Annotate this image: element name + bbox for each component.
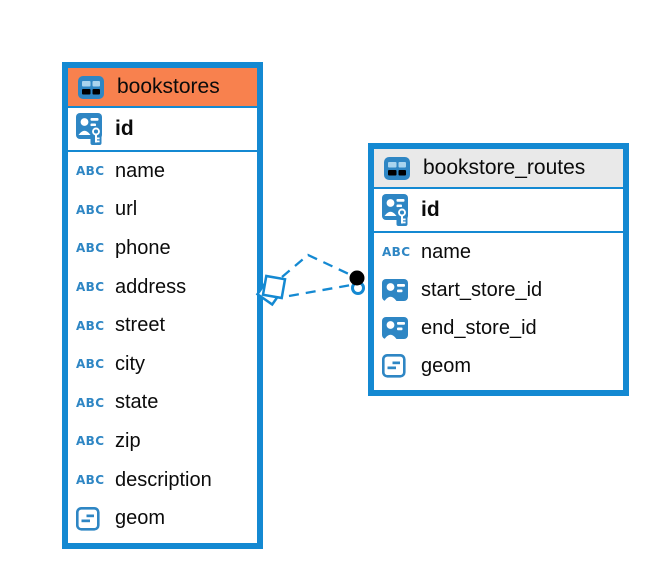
text-type-icon: ABC bbox=[76, 318, 105, 333]
column-row[interactable]: ABC city bbox=[68, 345, 257, 384]
column-row[interactable]: ABC phone bbox=[68, 229, 257, 268]
text-type-icon: ABC bbox=[76, 202, 105, 217]
column-row[interactable]: ABC address bbox=[68, 268, 257, 307]
column-row[interactable]: ABC zip bbox=[68, 422, 257, 461]
column-name: start_store_id bbox=[421, 278, 543, 301]
column-row[interactable]: ABC end_store_id bbox=[374, 309, 623, 347]
column-row-id[interactable]: id bbox=[68, 108, 257, 152]
primary-key-icon bbox=[76, 112, 106, 146]
field-list: ABC name ABC url bbox=[68, 152, 257, 538]
column-name: phone bbox=[115, 236, 171, 259]
entity-bookstore-routes[interactable]: .entity-b .cell-b{fill:var(--header-gray… bbox=[368, 143, 629, 396]
entity-bookstores-header[interactable]: .entity-a .cell-b{fill:var(--header-oran… bbox=[68, 68, 257, 108]
column-row[interactable]: ABC description bbox=[68, 461, 257, 500]
column-name: url bbox=[115, 198, 138, 221]
entity-bookstores[interactable]: .entity-a .cell-b{fill:var(--header-oran… bbox=[62, 62, 263, 549]
one-end-diamond-front[interactable] bbox=[261, 274, 287, 300]
table-icon: .entity-b .cell-b{fill:var(--header-gray… bbox=[384, 156, 414, 181]
column-name: geom bbox=[421, 354, 472, 377]
text-type-icon: ABC bbox=[76, 395, 105, 410]
column-row-id[interactable]: id bbox=[374, 189, 623, 233]
many-end-dot-marker[interactable] bbox=[349, 270, 365, 286]
text-type-icon: ABC bbox=[76, 280, 105, 295]
text-type-icon: ABC bbox=[76, 164, 105, 179]
column-name: city bbox=[115, 352, 145, 375]
column-row[interactable]: ABC start_store_id bbox=[374, 271, 623, 309]
column-row[interactable]: ABC name bbox=[68, 152, 257, 191]
column-name: name bbox=[421, 240, 472, 263]
column-row[interactable]: ABC geom bbox=[374, 347, 623, 385]
text-type-icon: ABC bbox=[76, 357, 105, 372]
reference-type-icon bbox=[382, 317, 408, 339]
entity-title: bookstores bbox=[117, 75, 220, 98]
column-name: id bbox=[421, 198, 440, 221]
primary-key-icon bbox=[382, 193, 412, 227]
entity-title: bookstore_routes bbox=[423, 156, 586, 179]
entity-bookstore-routes-header[interactable]: .entity-b .cell-b{fill:var(--header-gray… bbox=[374, 149, 623, 189]
text-type-icon: ABC bbox=[76, 473, 105, 488]
column-name: id bbox=[115, 117, 134, 140]
column-name: description bbox=[115, 468, 212, 491]
relationship-line-upper[interactable] bbox=[281, 253, 352, 278]
field-list: ABC name ABC start_store_id bbox=[374, 233, 623, 385]
text-type-icon: ABC bbox=[76, 241, 105, 256]
relationship-line-lower[interactable] bbox=[288, 283, 352, 298]
column-name: street bbox=[115, 314, 166, 337]
column-row[interactable]: ABC state bbox=[68, 384, 257, 423]
text-type-icon: ABC bbox=[76, 434, 105, 449]
column-name: address bbox=[115, 275, 187, 298]
geometry-type-icon bbox=[76, 506, 100, 531]
column-row[interactable]: ABC geom bbox=[68, 499, 257, 538]
column-row[interactable]: ABC name bbox=[374, 233, 623, 271]
text-type-icon: ABC bbox=[382, 245, 411, 259]
column-name: state bbox=[115, 391, 159, 414]
column-row[interactable]: ABC street bbox=[68, 306, 257, 345]
column-name: zip bbox=[115, 429, 141, 452]
column-name: name bbox=[115, 159, 166, 182]
table-icon: .entity-a .cell-b{fill:var(--header-oran… bbox=[78, 75, 108, 100]
column-name: geom bbox=[115, 507, 166, 530]
reference-type-icon bbox=[382, 279, 408, 301]
geometry-type-icon bbox=[382, 354, 406, 378]
column-row[interactable]: ABC url bbox=[68, 191, 257, 230]
column-name: end_store_id bbox=[421, 316, 537, 339]
